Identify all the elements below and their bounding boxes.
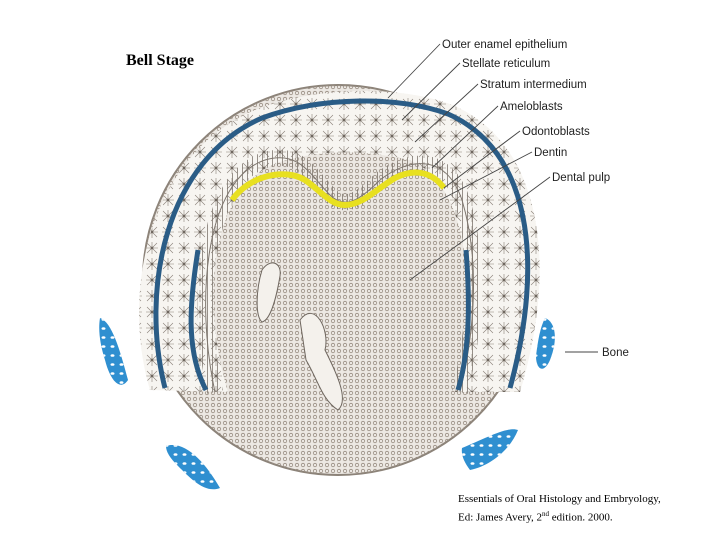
credit-line-2: Ed: James Avery, 2nd edition. 2000. [458,510,613,524]
label-outer-enamel-epithelium: Outer enamel epithelium [442,39,567,51]
label-dental-pulp: Dental pulp [552,172,610,184]
source-credit: Essentials of Oral Histology and Embryol… [458,492,661,526]
credit-line-1: Essentials of Oral Histology and Embryol… [458,493,661,505]
pulp-fragment [299,312,343,411]
label-stellate-reticulum: Stellate reticulum [462,58,550,70]
cervical-loop-left [188,249,209,392]
label-dentin: Dentin [534,147,567,159]
outer-enamel-epithelium [153,98,531,389]
label-odontoblasts: Odontoblasts [522,126,590,138]
label-stratum-intermedium: Stratum intermedium [480,79,587,91]
cervical-loop-right [455,249,471,391]
label-bone: Bone [602,347,629,359]
label-ameloblasts: Ameloblasts [500,101,563,113]
slide-title: Bell Stage [126,52,194,69]
dentin-layer [229,169,447,209]
leader-lines [387,43,598,353]
